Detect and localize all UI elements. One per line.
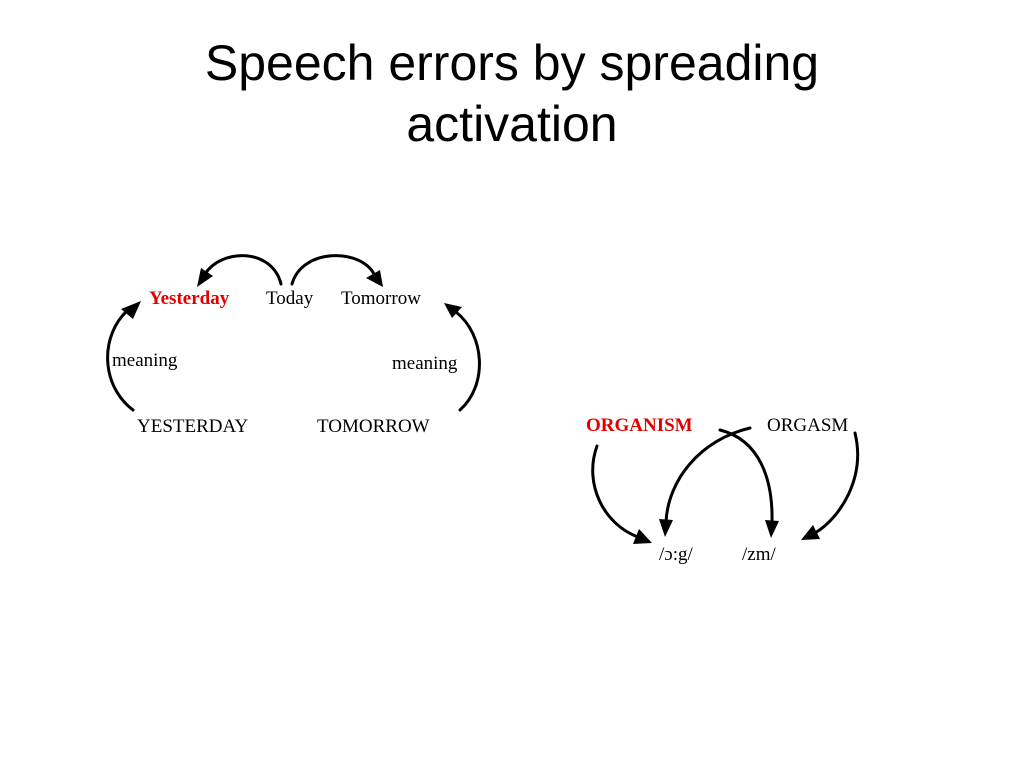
arrow-today-to-tomorrow [290, 254, 376, 286]
concept-tomorrow: TOMORROW [317, 416, 430, 437]
word-organism: ORGANISM [586, 415, 693, 436]
link-label-meaning-left: meaning [112, 350, 178, 371]
arrow-orgasm-to-org [664, 426, 752, 524]
title-line-1: Speech errors by spreading [204, 35, 820, 91]
arrowhead-zm-from-orgasm [801, 525, 820, 540]
arrowhead-yesterday-meaning [121, 301, 141, 319]
arrowhead-org-from-organism [633, 529, 652, 544]
link-label-meaning-right: meaning [392, 353, 458, 374]
arrow-organism-to-zm [718, 428, 774, 524]
slide-title: Speech errors by spreading activation [0, 33, 1024, 155]
title-line-2: activation [406, 96, 618, 152]
word-yesterday: Yesterday [149, 288, 230, 309]
concept-yesterday: YESTERDAY [137, 416, 248, 437]
arrowhead-tomorrow-meaning [444, 303, 462, 318]
phonological-network: ORGANISM ORGASM /ɔ:g/ /zm/ [586, 415, 860, 565]
arrowhead-tomorrow [366, 270, 383, 287]
arrowhead-zm-from-organism [765, 520, 779, 538]
word-today: Today [266, 288, 314, 309]
word-orgasm: ORGASM [767, 415, 848, 436]
word-tomorrow: Tomorrow [341, 288, 421, 309]
arrowhead-yesterday [197, 268, 213, 287]
arrow-concept-to-yesterday [106, 308, 135, 412]
arrow-today-to-yesterday [203, 254, 283, 286]
phoneme-org: /ɔ:g/ [659, 544, 693, 565]
arrowhead-org-from-orgasm [659, 519, 673, 537]
semantic-network: Yesterday Today Tomorrow meaning meaning… [106, 254, 481, 437]
arrow-concept-to-tomorrow [454, 310, 481, 412]
arrow-organism-to-org [591, 444, 640, 539]
arrow-orgasm-to-zm [813, 431, 860, 535]
phoneme-zm: /zm/ [742, 544, 776, 565]
